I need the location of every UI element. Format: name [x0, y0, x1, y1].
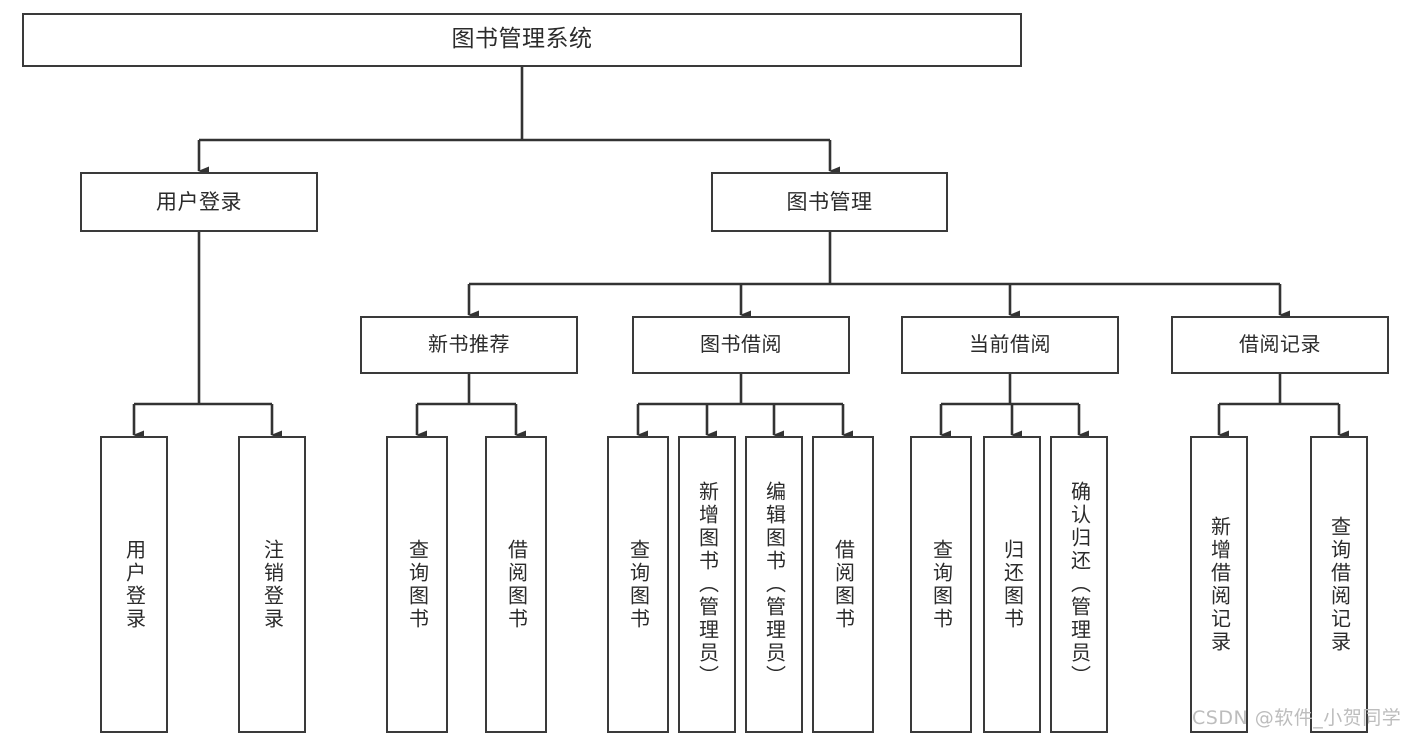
node-leaf-return-book[interactable]: 归还图书: [983, 436, 1041, 733]
node-leaf-borrow-book-1-label: 借阅图书: [504, 538, 529, 631]
node-leaf-query-book-1[interactable]: 查询图书: [386, 436, 448, 733]
node-leaf-confirm-return[interactable]: 确认归还（管理员）: [1050, 436, 1108, 733]
node-leaf-query-record[interactable]: 查询借阅记录: [1310, 436, 1368, 733]
node-root-label: 图书管理系统: [451, 26, 593, 53]
node-new-book-recommend-label: 新书推荐: [428, 332, 510, 357]
node-root[interactable]: 图书管理系统: [22, 13, 1022, 67]
node-leaf-borrow-book-2-label: 借阅图书: [831, 538, 856, 631]
node-leaf-borrow-book-1[interactable]: 借阅图书: [485, 436, 547, 733]
node-current-borrow[interactable]: 当前借阅: [901, 316, 1119, 374]
node-leaf-confirm-return-label: 确认归还（管理员）: [1067, 481, 1092, 688]
node-leaf-query-book-1-label: 查询图书: [405, 538, 430, 631]
node-leaf-query-book-2-label: 查询图书: [626, 538, 651, 631]
node-current-borrow-label: 当前借阅: [969, 332, 1051, 357]
node-leaf-add-record-label: 新增借阅记录: [1207, 515, 1232, 654]
node-leaf-edit-book[interactable]: 编辑图书（管理员）: [745, 436, 803, 733]
node-leaf-user-login[interactable]: 用户登录: [100, 436, 168, 733]
node-leaf-add-book-label: 新增图书（管理员）: [695, 481, 720, 688]
node-leaf-add-record[interactable]: 新增借阅记录: [1190, 436, 1248, 733]
node-leaf-edit-book-label: 编辑图书（管理员）: [762, 481, 787, 688]
node-leaf-logout-label: 注销登录: [260, 538, 285, 631]
node-borrow-record-label: 借阅记录: [1239, 332, 1321, 357]
node-book-borrow[interactable]: 图书借阅: [632, 316, 850, 374]
node-new-book-recommend[interactable]: 新书推荐: [360, 316, 578, 374]
node-leaf-borrow-book-2[interactable]: 借阅图书: [812, 436, 874, 733]
csdn-watermark: CSDN @软件_小贺同学: [1192, 707, 1402, 729]
node-book-manage[interactable]: 图书管理: [711, 172, 948, 232]
node-book-borrow-label: 图书借阅: [700, 332, 782, 357]
node-user-login[interactable]: 用户登录: [80, 172, 318, 232]
node-book-manage-label: 图书管理: [786, 189, 873, 214]
node-leaf-logout[interactable]: 注销登录: [238, 436, 306, 733]
node-leaf-query-record-label: 查询借阅记录: [1327, 515, 1352, 654]
node-user-login-label: 用户登录: [156, 189, 242, 214]
node-leaf-add-book[interactable]: 新增图书（管理员）: [678, 436, 736, 733]
node-borrow-record[interactable]: 借阅记录: [1171, 316, 1389, 374]
node-leaf-query-book-3-label: 查询图书: [929, 538, 954, 631]
node-leaf-return-book-label: 归还图书: [1000, 538, 1025, 631]
node-leaf-user-login-label: 用户登录: [122, 538, 147, 631]
node-leaf-query-book-2[interactable]: 查询图书: [607, 436, 669, 733]
node-leaf-query-book-3[interactable]: 查询图书: [910, 436, 972, 733]
